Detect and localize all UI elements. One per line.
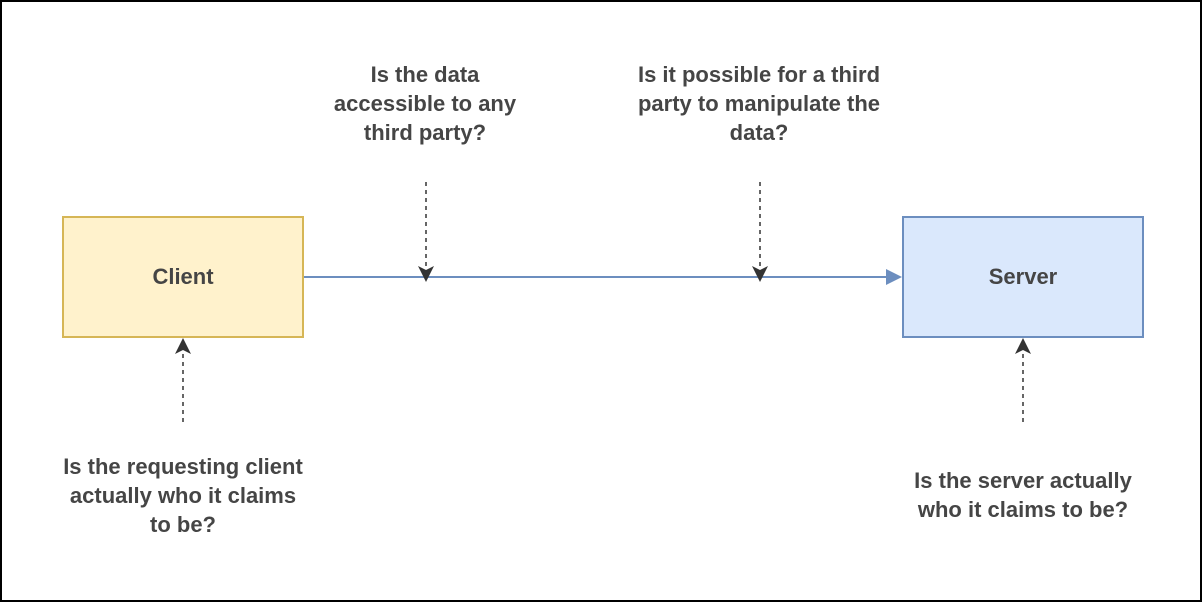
connector-arrowhead-icon: [886, 269, 902, 285]
down-arrowhead-icon: [752, 266, 768, 282]
client-label: Client: [152, 264, 214, 289]
up-arrowhead-icon: [1015, 338, 1031, 354]
client-identity-question: Is the requesting client actually who it…: [63, 454, 303, 537]
server-node: Server: [902, 216, 1144, 338]
server-label: Server: [988, 264, 1058, 289]
data-manipulation-question: Is it possible for a third party to mani…: [637, 62, 881, 145]
client-node: Client: [62, 216, 304, 338]
down-arrowhead-icon: [418, 266, 434, 282]
data-accessible-question: Is the data accessible to any third part…: [333, 62, 517, 145]
up-arrowhead-icon: [175, 338, 191, 354]
server-identity-question: Is the server actually who it claims to …: [914, 468, 1132, 522]
